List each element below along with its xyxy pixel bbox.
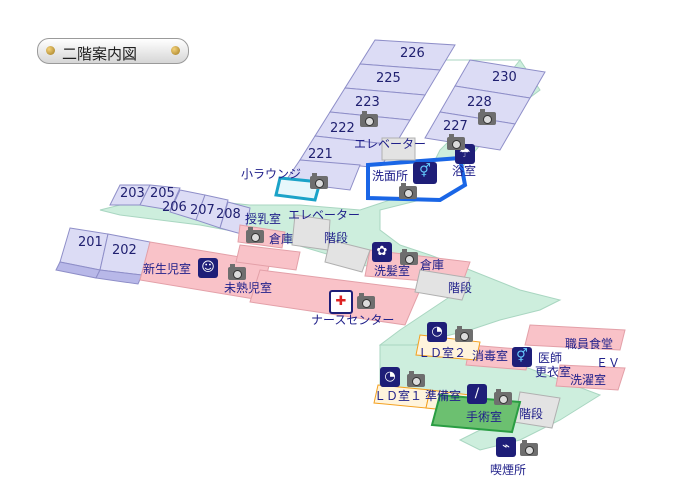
- camera-icon[interactable]: [400, 249, 418, 265]
- label-nurse-station[interactable]: ナースセンター: [311, 313, 395, 327]
- room-206[interactable]: 206: [162, 200, 187, 215]
- label-bath[interactable]: 浴室: [452, 164, 477, 178]
- label-premature-room[interactable]: 未熟児室: [224, 281, 273, 295]
- label-prep-room[interactable]: 準備室: [425, 389, 462, 403]
- room-221[interactable]: 221: [308, 147, 333, 162]
- room-222[interactable]: 222: [330, 121, 355, 136]
- room-207[interactable]: 207: [190, 203, 215, 218]
- room-205[interactable]: 205: [150, 186, 175, 201]
- camera-icon[interactable]: [357, 293, 375, 309]
- label-doctor[interactable]: 医師: [538, 351, 563, 365]
- smoking-icon: ⌁: [496, 437, 516, 457]
- room-225[interactable]: 225: [376, 71, 401, 86]
- camera-icon[interactable]: [399, 183, 417, 199]
- map-title-badge: 二階案内図: [37, 38, 189, 64]
- room-223[interactable]: 223: [355, 95, 380, 110]
- camera-icon[interactable]: [478, 109, 496, 125]
- label-ev[interactable]: ＥＶ: [596, 356, 621, 370]
- elevator-stairs-blocks: [291, 214, 561, 429]
- left-wing-rooms: [55, 184, 251, 285]
- label-small-lounge[interactable]: 小ラウンジ: [241, 167, 302, 181]
- label-hair-wash[interactable]: 洗髪室: [374, 264, 411, 278]
- camera-icon[interactable]: [455, 326, 473, 342]
- label-elevator-mid[interactable]: エレベーター: [288, 208, 361, 222]
- mother-icon: ◔: [380, 367, 400, 387]
- camera-icon[interactable]: [520, 440, 538, 456]
- bullet-icon: [171, 46, 180, 55]
- room-202[interactable]: 202: [112, 243, 137, 258]
- camera-icon[interactable]: [310, 173, 328, 189]
- restroom-icon: ⚥: [413, 162, 437, 184]
- scalpel-icon: ∕: [467, 384, 487, 404]
- map-title: 二階案内図: [62, 45, 138, 63]
- room-203[interactable]: 203: [120, 186, 145, 201]
- camera-icon[interactable]: [228, 264, 246, 280]
- label-ld-room-2[interactable]: ＬＤ室２: [418, 346, 467, 360]
- label-stairs-1[interactable]: 階段: [324, 231, 349, 245]
- camera-icon[interactable]: [494, 389, 512, 405]
- label-sterilization[interactable]: 消毒室: [472, 349, 509, 363]
- label-stairs-2[interactable]: 階段: [448, 281, 473, 295]
- label-ld-room-1[interactable]: ＬＤ室１: [374, 389, 423, 403]
- camera-icon[interactable]: [246, 227, 264, 243]
- bullet-icon: [46, 46, 55, 55]
- label-stairs-3[interactable]: 階段: [519, 407, 544, 421]
- label-storage-1[interactable]: 倉庫: [269, 232, 294, 246]
- label-nursing-room[interactable]: 授乳室: [245, 212, 282, 226]
- label-operating-room[interactable]: 手術室: [466, 410, 503, 424]
- hair-wash-icon: ✿: [372, 242, 392, 262]
- camera-icon[interactable]: [407, 371, 425, 387]
- label-washroom[interactable]: 洗面所: [372, 169, 409, 183]
- camera-icon[interactable]: [447, 134, 465, 150]
- label-storage-2[interactable]: 倉庫: [420, 258, 445, 272]
- elevator-block-top: [381, 137, 416, 161]
- small-lounge-area: [274, 176, 322, 202]
- room-227[interactable]: 227: [443, 119, 468, 134]
- room-226[interactable]: 226: [400, 46, 425, 61]
- label-locker-room[interactable]: 更衣室: [535, 365, 572, 379]
- camera-icon[interactable]: [360, 111, 378, 127]
- locker-restroom-icon: ⚥: [512, 347, 532, 367]
- room-208[interactable]: 208: [216, 207, 241, 222]
- baby-icon: ☺: [198, 258, 218, 278]
- label-elevator-top[interactable]: エレベーター: [354, 137, 427, 151]
- room-230[interactable]: 230: [492, 70, 517, 85]
- label-staff-cafeteria[interactable]: 職員食堂: [565, 337, 614, 351]
- label-newborn-room[interactable]: 新生児室: [143, 262, 192, 276]
- room-201[interactable]: 201: [78, 235, 103, 250]
- nurse-cap-icon: ✚: [329, 290, 353, 314]
- label-smoking-room[interactable]: 喫煙所: [490, 463, 527, 477]
- mother-icon: ◔: [427, 322, 447, 342]
- label-laundry[interactable]: 洗濯室: [570, 373, 607, 387]
- room-228[interactable]: 228: [467, 95, 492, 110]
